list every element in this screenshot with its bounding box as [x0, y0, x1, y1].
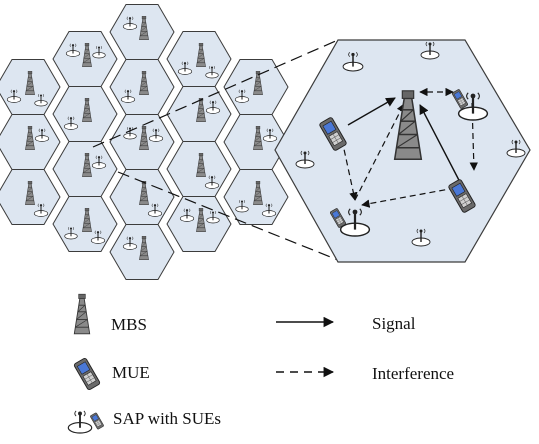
- legend: MBS MUE SAP with SUEs Signal Interferenc…: [67, 293, 454, 434]
- signal-arrow-mue-right: [419, 104, 463, 187]
- signal-arrow-mue-left: [347, 97, 396, 126]
- interference-arrow-2: [354, 103, 405, 201]
- zoom-guide-lines: [92, 39, 339, 261]
- legend-interference-label: Interference: [372, 364, 454, 383]
- interference-arrow-4: [361, 187, 456, 208]
- legend-mue-label: MUE: [112, 363, 150, 382]
- interference-arrow-3: [341, 139, 358, 201]
- cell-grid: [0, 4, 289, 280]
- legend-signal-label: Signal: [372, 314, 416, 333]
- legend-mbs-label: MBS: [111, 315, 147, 334]
- zoom-line-bottom: [117, 171, 339, 261]
- legend-sap-icon: [67, 409, 93, 434]
- legend-sap-label: SAP with SUEs: [113, 409, 221, 428]
- legend-mbs-icon: [73, 293, 91, 335]
- legend-mue-icon: [73, 357, 101, 391]
- zoom-line-top: [92, 39, 339, 148]
